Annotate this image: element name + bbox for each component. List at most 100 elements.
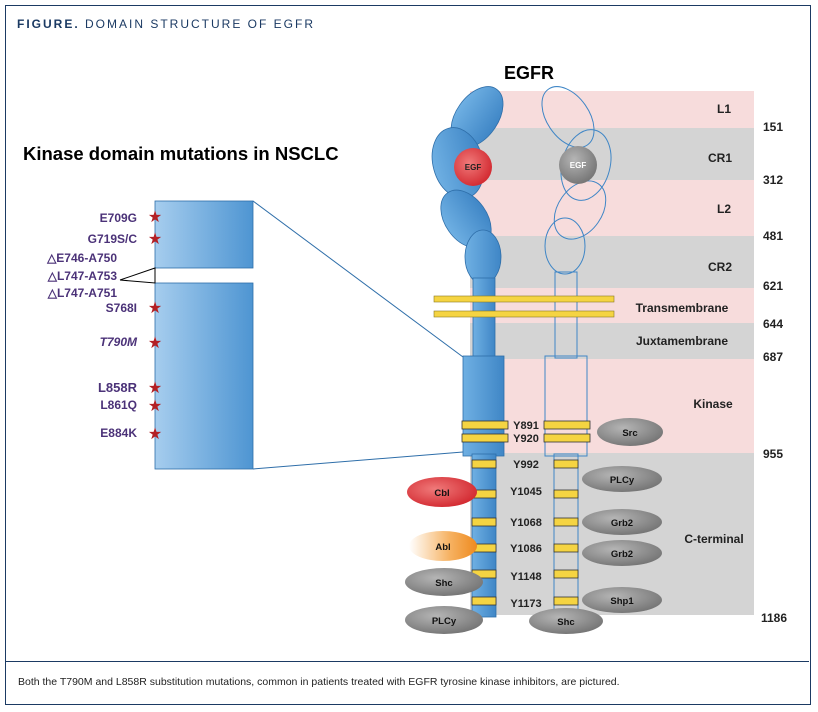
partner-label-abl: Abl xyxy=(435,542,450,553)
partner-label-shp1: Shp1 xyxy=(610,596,634,607)
partner-label-plcy-left: PLCy xyxy=(432,616,457,627)
tyr-label-y1148: Y1148 xyxy=(510,571,541,583)
star-icon: ★ xyxy=(148,335,162,352)
partner-plcy-left xyxy=(405,606,483,634)
tyr-bar-y992-right xyxy=(553,459,579,469)
residue-955: 955 xyxy=(763,447,783,461)
membrane-bar-bottom xyxy=(433,310,615,318)
domain-name-l2: L2 xyxy=(717,202,731,216)
figure-title-text: DOMAIN STRUCTURE OF EGFR xyxy=(85,17,316,31)
partner-label-grb2-a: Grb2 xyxy=(611,518,633,529)
tyr-bar-y1173-left xyxy=(471,596,497,606)
zoom-line-bottom xyxy=(252,451,464,470)
l1-lobe-outline xyxy=(541,86,595,148)
residue-481: 481 xyxy=(763,229,783,243)
star-icon: ★ xyxy=(148,300,162,317)
mutation-e709g: E709G xyxy=(100,211,137,225)
star-icon: ★ xyxy=(148,209,162,226)
tyr-label-y1173: Y1173 xyxy=(510,598,541,610)
tyr-bar-y891-right xyxy=(543,420,591,430)
partner-label-plcy-right: PLCy xyxy=(610,475,635,486)
tyr-bar-y1148-right xyxy=(553,569,579,579)
partners-right xyxy=(529,418,663,634)
residue-312: 312 xyxy=(763,173,783,187)
figure-frame xyxy=(5,5,811,705)
partner-cbl xyxy=(407,477,477,507)
l2-lobe-outline xyxy=(553,180,607,240)
cr2-lobe-outline xyxy=(544,217,586,275)
partner-grb2-a xyxy=(582,509,662,535)
egf-ligand-left xyxy=(454,148,492,186)
mutation-t790m: T790M xyxy=(100,335,138,349)
domain-name-l1: L1 xyxy=(717,102,731,116)
residue-644: 644 xyxy=(763,317,783,331)
domain-name-juxtamembrane: Juxtamembrane xyxy=(636,334,728,348)
partner-label-shc-left: Shc xyxy=(435,578,452,589)
mutation-e884k: E884K xyxy=(100,426,137,440)
inset-upper-block xyxy=(154,200,254,269)
kinase-box-outline xyxy=(544,355,588,457)
partner-grb2-b xyxy=(582,540,662,566)
partner-label-shc-right: Shc xyxy=(557,617,574,628)
tyr-bar-y1173-right xyxy=(553,596,579,606)
inset-lower-block xyxy=(154,282,254,470)
mutation-s768i: S768I xyxy=(106,301,137,315)
residue-1186: 1186 xyxy=(761,611,787,625)
zoom-line-top xyxy=(252,200,464,358)
inset-title: Kinase domain mutations in NSCLC xyxy=(23,143,339,164)
figure-title: FIGURE. DOMAIN STRUCTURE OF EGFR xyxy=(17,17,315,31)
band-l2 xyxy=(470,180,754,236)
tyr-bar-y1045-right xyxy=(553,489,579,499)
mutation-del-e746-a750: △E746-A750 xyxy=(46,251,117,265)
domain-name-cr2: CR2 xyxy=(708,260,732,274)
egf-ligand-right xyxy=(559,146,597,184)
tyrosine-bars xyxy=(461,420,591,606)
partner-label-src: Src xyxy=(622,428,637,439)
tyr-bar-y891-left xyxy=(461,420,509,430)
tyr-label-y920: Y920 xyxy=(513,433,539,445)
partner-shc-right xyxy=(529,608,603,634)
stalk-filled xyxy=(472,277,496,359)
band-juxtamembrane xyxy=(470,323,754,359)
partner-src xyxy=(597,418,663,446)
domain-name-cr1: CR1 xyxy=(708,151,732,165)
caption-divider xyxy=(6,661,809,662)
mutation-l858r: L858R xyxy=(98,380,138,395)
tyr-label-y1068: Y1068 xyxy=(510,517,542,529)
partner-shc-left xyxy=(405,568,483,596)
membrane-bar-top xyxy=(433,295,615,303)
tyr-bar-y1068-left xyxy=(471,517,497,527)
tyr-label-y1045: Y1045 xyxy=(510,486,542,498)
star-icon: ★ xyxy=(148,426,162,443)
partner-abl xyxy=(409,531,477,561)
star-icon: ★ xyxy=(148,231,162,248)
domain-name-kinase: Kinase xyxy=(693,397,733,411)
residue-621: 621 xyxy=(763,279,783,293)
egf-label-right: EGF xyxy=(570,161,587,170)
tail-filled xyxy=(471,453,497,618)
residue-151: 151 xyxy=(763,120,783,134)
mutation-g719sc: G719S/C xyxy=(88,232,138,246)
figure-caption: Both the T790M and L858R substitution mu… xyxy=(18,676,620,688)
partner-label-grb2-b: Grb2 xyxy=(611,549,633,560)
band-l1 xyxy=(470,91,754,128)
star-icon: ★ xyxy=(148,380,162,397)
domain-name-c-terminal: C-terminal xyxy=(684,532,743,546)
tyr-label-y992: Y992 xyxy=(513,459,539,471)
band-cr1 xyxy=(470,128,754,180)
partners-left xyxy=(405,477,483,634)
tyr-bar-y920-right xyxy=(543,433,591,443)
mutation-del-l747-a751: △L747-A751 xyxy=(47,286,118,300)
tyr-bar-y1068-right xyxy=(553,517,579,527)
mutation-del-l747-a753: △L747-A753 xyxy=(47,269,118,283)
star-icon: ★ xyxy=(148,398,162,415)
domain-name-transmembrane: Transmembrane xyxy=(636,301,729,315)
egfr-label: EGFR xyxy=(504,63,554,83)
figure-label: FIGURE. xyxy=(17,17,80,31)
band-cr2 xyxy=(470,236,754,288)
deletion-wedge xyxy=(119,267,156,284)
tyr-bar-y1086-right xyxy=(553,543,579,553)
tyr-label-y891: Y891 xyxy=(513,420,539,432)
residue-687: 687 xyxy=(763,350,783,364)
